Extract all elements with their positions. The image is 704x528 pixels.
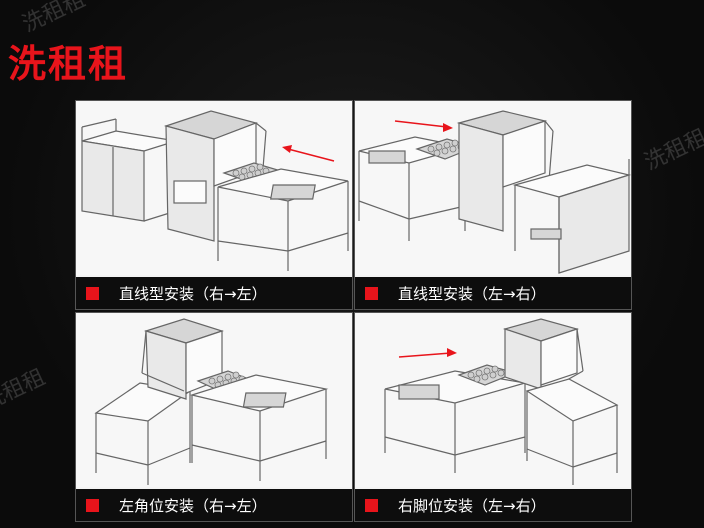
dishwasher-illustration	[76, 313, 352, 487]
caption-text: 右脚位安装（左→右）	[398, 496, 546, 515]
dishwasher-illustration	[76, 101, 352, 275]
red-square-icon	[365, 498, 378, 512]
red-square-icon	[86, 498, 99, 512]
caption-bar: 直线型安装（左→右）	[355, 277, 631, 309]
brand-title: 洗租租	[8, 42, 129, 86]
caption-bar: 左角位安装（右→左）	[76, 489, 352, 521]
caption-text: 直线型安装（右→左）	[119, 284, 267, 303]
caption-bar: 直线型安装（右→左）	[76, 277, 352, 309]
caption-text: 左角位安装（右→左）	[119, 496, 267, 515]
panel-straight-left-to-right: 直线型安装（左→右）	[354, 100, 632, 310]
panel-left-corner-right-to-left: 左角位安装（右→左）	[75, 312, 353, 522]
panel-straight-right-to-left: 直线型安装（右→左）	[75, 100, 353, 310]
caption-bar: 右脚位安装（左→右）	[355, 489, 631, 521]
dishwasher-illustration	[355, 101, 631, 275]
red-square-icon	[365, 286, 378, 300]
caption-text: 直线型安装（左→右）	[398, 284, 546, 303]
panel-right-corner-left-to-right: 右脚位安装（左→右）	[354, 312, 632, 522]
red-square-icon	[86, 286, 99, 300]
dishwasher-illustration	[355, 313, 631, 487]
